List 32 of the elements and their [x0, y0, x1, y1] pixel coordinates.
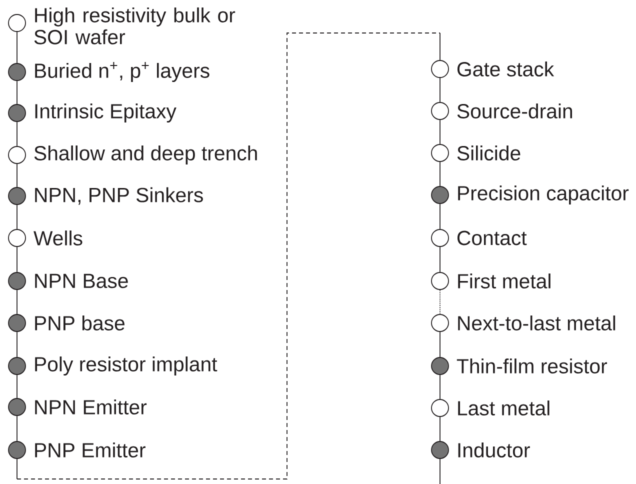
- step-label: Contact: [457, 230, 527, 246]
- step-label: Intrinsic Epitaxy: [35, 103, 176, 122]
- connector-line: [16, 80, 18, 104]
- connector-line: [16, 416, 18, 442]
- step-label: Poly resistor implant: [35, 356, 218, 376]
- step-label: Next-to-last metal: [458, 316, 616, 330]
- connector-line: [16, 32, 18, 64]
- step-label: Buried n$^{+}$, p$^{+}$ layers: [35, 62, 210, 82]
- connector-line: [16, 374, 18, 398]
- connector-line: [16, 164, 18, 188]
- step-label: Source-drain: [457, 104, 572, 118]
- step-label: Silicide: [457, 146, 520, 160]
- step-label: PNP base: [35, 316, 124, 330]
- step-label: Gate stack: [457, 62, 554, 76]
- connector-line: [16, 122, 18, 146]
- connector-line: [16, 290, 18, 314]
- connector-line: [16, 204, 18, 230]
- step-label: Last metal: [458, 400, 550, 416]
- step-label: Shallow and deep trench: [34, 145, 257, 164]
- step-label: NPN Base: [35, 274, 128, 288]
- connector-line: [16, 32, 440, 480]
- step-label: First metal: [458, 274, 550, 288]
- connector-line: [16, 246, 18, 272]
- step-label: Precision capacitor: [458, 185, 629, 204]
- step-label: Inductor: [458, 442, 530, 458]
- step-label: Thin-film resistor: [456, 358, 607, 374]
- step-label: High resistivity bulk or SOI wafer: [34, 7, 236, 44]
- connector-line: [16, 332, 18, 358]
- step-label: NPN Emitter: [35, 400, 147, 414]
- step-label: NPN, PNP Sinkers: [35, 187, 203, 205]
- step-label: Wells: [34, 230, 82, 246]
- step-label: PNP Emitter: [35, 442, 146, 458]
